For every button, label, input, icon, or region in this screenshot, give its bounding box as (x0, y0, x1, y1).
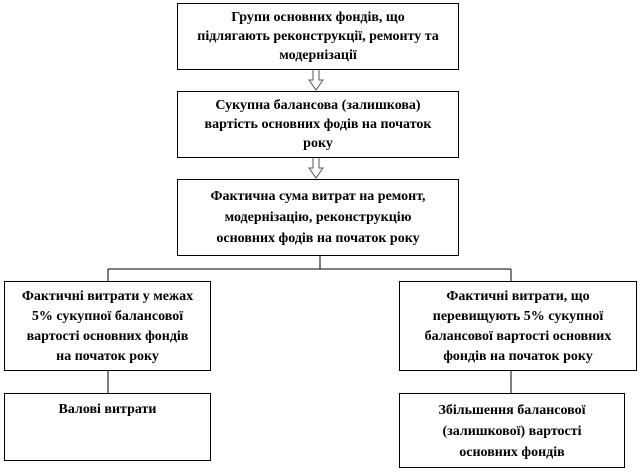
text-line: 5% сукупної балансової (31, 309, 184, 324)
hollow-arrow-down-1 (308, 68, 324, 91)
box-fixed-asset-groups: Групи основних фондів, що підлягають рек… (177, 3, 459, 70)
box-expenses-within-5-percent: Фактичні витрати у межах 5% сукупної бал… (4, 281, 211, 371)
text-line: перевищують 5% сукупної (432, 309, 604, 324)
text-line: Сукупна балансова (залишкова) (215, 98, 421, 113)
text-line: фондів на початок року (443, 349, 593, 364)
box-balance-value-increase: Збільшення балансової (залишкової) варто… (399, 393, 625, 468)
text-line: року (303, 136, 333, 151)
box-expenses-exceeding-5-percent: Фактичні витрати, що перевищують 5% суку… (399, 281, 637, 371)
text-line: Групи основних фондів, що (231, 10, 405, 25)
text-line: підлягають реконструкції, ремонту та (197, 29, 439, 44)
box-gross-expenses: Валові витрати (4, 393, 211, 461)
text-line: Фактичні витрати у межах (21, 289, 194, 304)
text-line: (залишкової) вартості (442, 424, 582, 439)
text-line: основних фодів на початок року (216, 231, 420, 246)
text-line: основних фондів (459, 445, 565, 460)
text-line: модернізацію, реконструкцію (224, 210, 412, 225)
text-line: на початок року (56, 349, 159, 364)
text-line: вартості основних фондів (26, 329, 189, 344)
text-line: модернізації (279, 48, 357, 63)
text-line: Валові витрати (58, 402, 157, 417)
text-line: Збільшення балансової (438, 403, 586, 418)
text-line: балансової вартості основних (424, 329, 612, 344)
text-line: вартість основних фодів на початок (204, 117, 432, 132)
box-total-balance-value: Сукупна балансова (залишкова) вартість о… (177, 91, 459, 158)
text-line: Фактичні витрати, що (446, 289, 590, 304)
text-line: Фактична сума витрат на ремонт, (210, 189, 426, 204)
box-actual-expense-sum: Фактична сума витрат на ремонт, модерніз… (177, 179, 459, 256)
hollow-arrow-down-2 (308, 156, 324, 179)
